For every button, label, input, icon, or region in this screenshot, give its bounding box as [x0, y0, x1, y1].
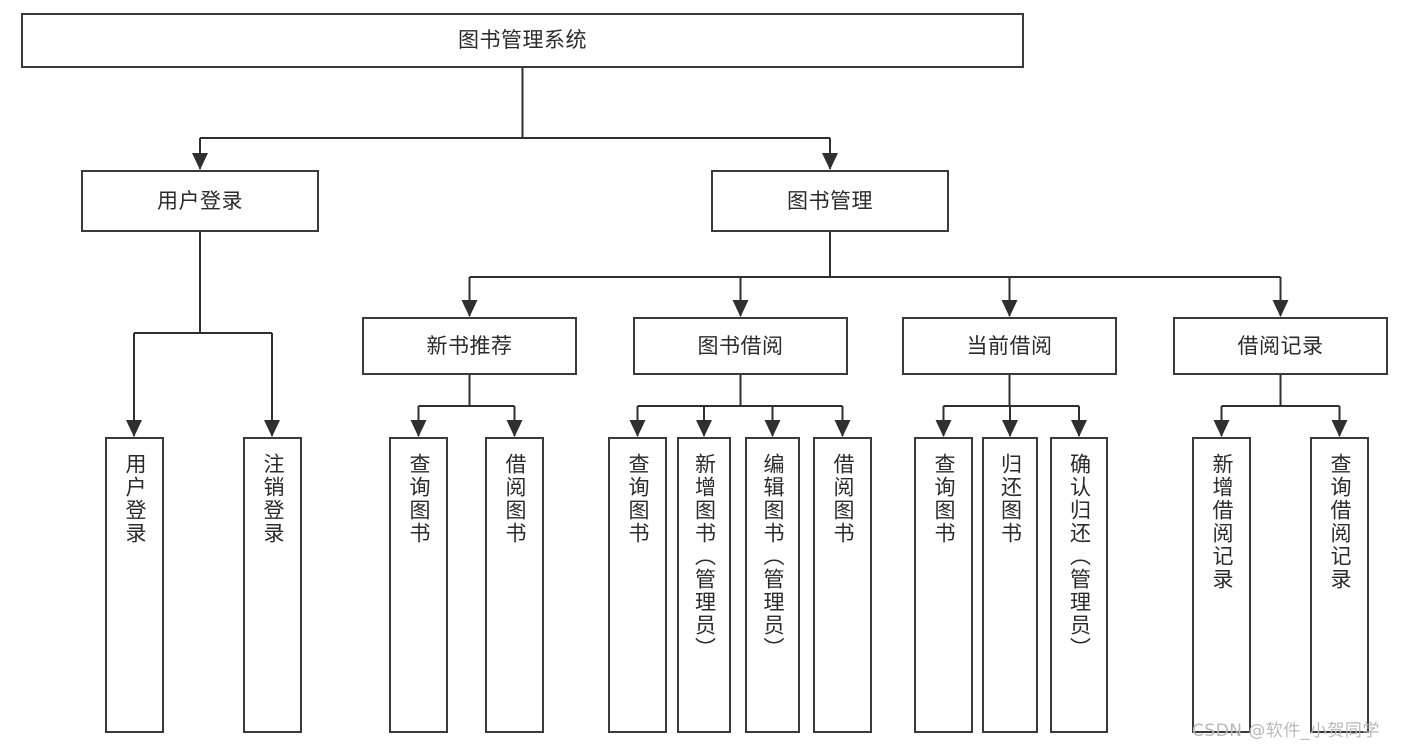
- arrow-icon-c-book-manage-0: [461, 300, 478, 317]
- node-label: 编辑图书（管理员）: [761, 453, 785, 660]
- node-current-borrow[interactable]: 当前借阅: [902, 317, 1117, 375]
- arrow-icon-c-book-borrow-0: [629, 420, 646, 437]
- arrow-icon-c-book-manage-2: [1001, 300, 1018, 317]
- arrow-icon-c-user-login-0: [126, 420, 142, 437]
- arrow-icon-c-book-borrow-3: [834, 420, 851, 437]
- node-label: 查询图书: [407, 453, 431, 545]
- connector-group: [126, 68, 1348, 437]
- arrow-icon-c-root-0: [192, 153, 208, 170]
- node-fn-borrow-book-1[interactable]: 借阅图书: [485, 437, 544, 733]
- node-label: 用户登录: [123, 453, 147, 545]
- arrow-icon-c-borrow-record-0: [1213, 420, 1230, 437]
- node-new-book-rec[interactable]: 新书推荐: [362, 317, 577, 375]
- node-label: 当前借阅: [966, 333, 1053, 358]
- node-user-login[interactable]: 用户登录: [81, 170, 319, 232]
- arrow-icon-c-book-manage-1: [732, 300, 749, 317]
- node-fn-logout[interactable]: 注销登录: [243, 437, 302, 733]
- node-fn-user-login[interactable]: 用户登录: [105, 437, 164, 733]
- node-label: 归还图书: [998, 453, 1023, 545]
- node-fn-return-book[interactable]: 归还图书: [982, 437, 1038, 733]
- node-label: 新书推荐: [426, 333, 513, 358]
- node-fn-borrow-book-2[interactable]: 借阅图书: [813, 437, 872, 733]
- node-root[interactable]: 图书管理系统: [21, 13, 1024, 68]
- node-label: 确认归还（管理员）: [1067, 453, 1092, 660]
- arrow-icon-c-book-borrow-2: [764, 420, 781, 437]
- node-label: 借阅图书: [831, 453, 855, 545]
- node-fn-query-book-2[interactable]: 查询图书: [608, 437, 667, 733]
- arrow-icon-c-book-borrow-1: [696, 420, 712, 437]
- arrow-icon-c-book-manage-3: [1272, 300, 1289, 317]
- arrow-icon-c-borrow-record-1: [1331, 420, 1348, 437]
- arrow-icon-c-new-book-rec-1: [506, 420, 523, 437]
- node-book-borrow[interactable]: 图书借阅: [633, 317, 848, 375]
- node-label: 注销登录: [261, 453, 285, 545]
- node-fn-query-record[interactable]: 查询借阅记录: [1310, 437, 1369, 733]
- node-borrow-record[interactable]: 借阅记录: [1173, 317, 1388, 375]
- node-label: 新增借阅记录: [1210, 453, 1234, 591]
- node-label: 用户登录: [157, 188, 243, 213]
- node-fn-query-book-3[interactable]: 查询图书: [914, 437, 973, 733]
- node-fn-add-record[interactable]: 新增借阅记录: [1192, 437, 1251, 733]
- node-fn-add-book[interactable]: 新增图书（管理员）: [677, 437, 731, 733]
- node-fn-edit-book[interactable]: 编辑图书（管理员）: [745, 437, 800, 733]
- node-label: 查询图书: [932, 453, 956, 545]
- node-label: 图书管理系统: [458, 28, 587, 53]
- node-label: 借阅记录: [1237, 333, 1324, 358]
- node-label: 查询图书: [626, 453, 650, 545]
- node-fn-query-book-1[interactable]: 查询图书: [389, 437, 448, 733]
- node-label: 新增图书（管理员）: [692, 453, 717, 660]
- node-fn-confirm-return[interactable]: 确认归还（管理员）: [1050, 437, 1108, 733]
- node-label: 查询借阅记录: [1328, 453, 1352, 591]
- arrow-icon-c-current-borrow-2: [1071, 420, 1087, 437]
- node-label: 借阅图书: [503, 453, 527, 545]
- arrow-icon-c-current-borrow-1: [1002, 420, 1018, 437]
- arrow-icon-c-user-login-1: [264, 420, 280, 437]
- arrow-icon-c-root-1: [822, 153, 838, 170]
- node-label: 图书管理: [787, 188, 873, 213]
- arrow-icon-c-current-borrow-0: [935, 420, 952, 437]
- node-book-manage[interactable]: 图书管理: [711, 170, 949, 232]
- node-label: 图书借阅: [697, 333, 784, 358]
- arrow-icon-c-new-book-rec-0: [410, 420, 427, 437]
